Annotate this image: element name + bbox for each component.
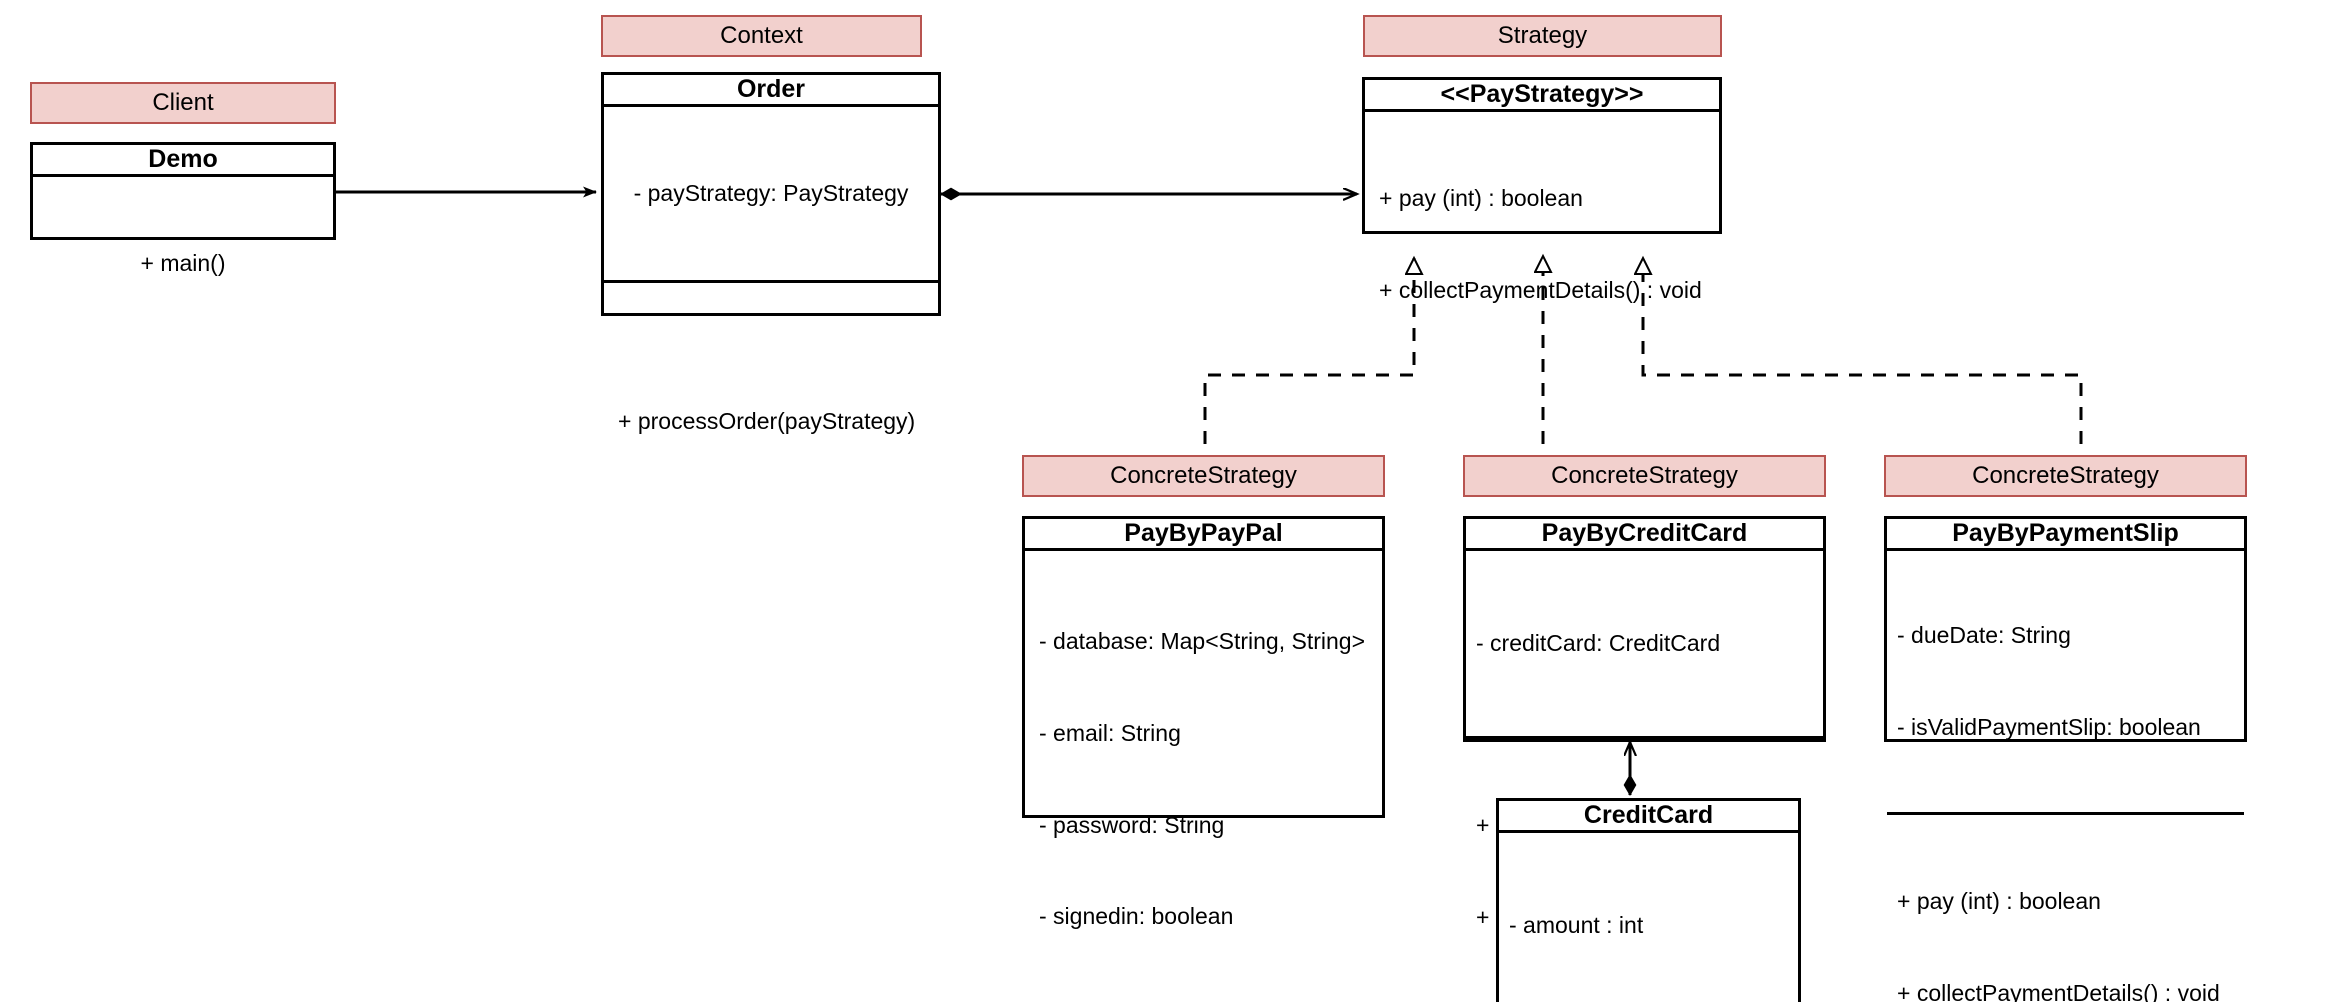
operation-item: + processOrder(payStrategy) xyxy=(618,408,916,435)
banner-context: Context xyxy=(601,15,922,57)
class-attributes-credit-card: - amount : int - number: String - data: … xyxy=(1499,830,1798,1002)
class-attributes-pay-by-paypal: - database: Map<String, String> - email:… xyxy=(1025,548,1382,1002)
class-operations-order: + processOrder(payStrategy) xyxy=(604,279,938,508)
class-attributes-pay-by-credit-card: - creditCard: CreditCard xyxy=(1466,548,1823,736)
class-name-order: Order xyxy=(736,75,806,103)
class-name-credit-card: CreditCard xyxy=(1583,801,1714,829)
class-name-pay-by-paypal: PayByPayPal xyxy=(1124,519,1283,547)
banner-concrete-creditcard: ConcreteStrategy xyxy=(1463,455,1826,497)
class-box-order[interactable]: Order - payStrategy: PayStrategy + proce… xyxy=(601,72,941,434)
operation-item: + collectPaymentDetails() : void xyxy=(1897,979,2220,1002)
attribute-item: - isValidPaymentSlip: boolean xyxy=(1897,713,2201,740)
operation-item: + collectPaymentDetails() : void xyxy=(1379,276,1702,303)
operation-item: + pay (int) : boolean xyxy=(1379,185,1583,212)
class-box-pay-by-paypal[interactable]: PayByPayPal - database: Map<String, Stri… xyxy=(1022,516,1385,929)
class-name-demo: Demo xyxy=(148,145,218,173)
class-box-pay-by-credit-card[interactable]: PayByCreditCard - creditCard: CreditCard… xyxy=(1463,516,1826,930)
operation-item: + pay (int) : boolean xyxy=(1897,887,2101,914)
banner-concrete-creditcard-label: ConcreteStrategy xyxy=(1551,462,1738,489)
banner-concrete-paypal-label: ConcreteStrategy xyxy=(1110,462,1297,489)
attribute-item: - payStrategy: PayStrategy xyxy=(633,180,909,207)
class-name-pay-by-payment-slip: PayByPaymentSlip xyxy=(1952,519,2179,547)
banner-concrete-paymentslip: ConcreteStrategy xyxy=(1884,455,2247,497)
banner-client: Client xyxy=(30,82,336,124)
attribute-item: - database: Map<String, String> xyxy=(1039,628,1366,655)
banner-concrete-paypal: ConcreteStrategy xyxy=(1022,455,1385,497)
class-box-pay-by-payment-slip[interactable]: PayByPaymentSlip - dueDate: String - isV… xyxy=(1884,516,2247,1002)
attribute-item: - creditCard: CreditCard xyxy=(1476,630,1721,657)
class-box-pay-strategy[interactable]: <<PayStrategy>> + pay (int) : boolean + … xyxy=(1362,77,1722,303)
attribute-item: - signedin: boolean xyxy=(1039,903,1234,930)
attribute-item: - email: String xyxy=(1039,719,1181,746)
class-name-pay-strategy: <<PayStrategy>> xyxy=(1440,80,1644,108)
attribute-item: - amount : int xyxy=(1509,912,1644,939)
banner-strategy-label: Strategy xyxy=(1497,22,1588,49)
banner-strategy: Strategy xyxy=(1363,15,1722,57)
class-operations-pay-strategy: + pay (int) : boolean + collectPaymentDe… xyxy=(1365,109,1719,377)
attribute-item: - password: String xyxy=(1039,811,1225,838)
class-attributes-order: - payStrategy: PayStrategy xyxy=(604,104,938,280)
class-attributes-pay-by-payment-slip: - dueDate: String - isValidPaymentSlip: … xyxy=(1887,548,2244,812)
class-operations-demo: + main() xyxy=(33,174,333,350)
operation-item: + main() xyxy=(140,250,226,277)
class-operations-pay-by-payment-slip: + pay (int) : boolean + collectPaymentDe… xyxy=(1887,811,2244,1002)
class-box-demo[interactable]: Demo + main() xyxy=(30,142,336,276)
banner-context-label: Context xyxy=(720,22,803,49)
banner-concrete-paymentslip-label: ConcreteStrategy xyxy=(1972,462,2159,489)
class-box-credit-card[interactable]: CreditCard - amount : int - number: Stri… xyxy=(1496,798,1801,1002)
banner-client-label: Client xyxy=(152,89,214,116)
attribute-item: - dueDate: String xyxy=(1897,622,2071,649)
class-name-pay-by-credit-card: PayByCreditCard xyxy=(1541,519,1748,547)
